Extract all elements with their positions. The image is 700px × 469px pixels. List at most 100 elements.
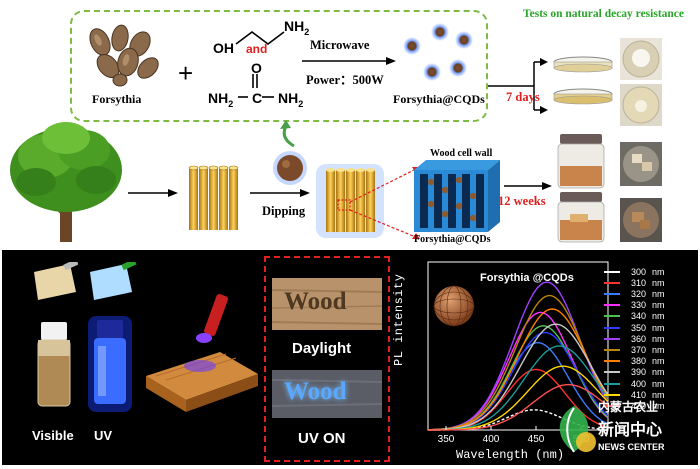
legend-label: 360 (630, 333, 646, 344)
legend-unit: nm (652, 333, 665, 344)
legend-unit: nm (652, 389, 665, 400)
legend-label: 400 (630, 378, 646, 389)
legend-unit: nm (652, 266, 665, 277)
pl-curve-420 (428, 383, 609, 431)
paper-visible-image (34, 262, 78, 300)
forsythia-label: Forsythia (92, 92, 142, 106)
watermark-mid: 新闻中心 (598, 420, 663, 439)
x-tick-label-400: 400 (483, 434, 500, 445)
watermark-top: 内蒙古农业 (598, 400, 659, 414)
legend-label: 310 (630, 277, 646, 288)
legend-swatch (604, 337, 620, 340)
to-decay-tests-arrow (488, 58, 548, 114)
forsythia-cqds-label: Forsythia@CQDs (414, 234, 491, 245)
uv-label: UV (94, 428, 113, 443)
pl-curve-380 (428, 308, 609, 431)
pl-curve-390 (427, 323, 609, 431)
visible-label: Visible (32, 428, 74, 443)
days-label: 7 days (506, 90, 540, 104)
legend-swatch (604, 304, 620, 307)
vial-visible (37, 322, 71, 407)
legend-swatch (604, 371, 620, 374)
legend-label: 420 (630, 400, 646, 411)
x-tick-label-350: 350 (438, 434, 455, 445)
wood-cell-wall-label: Wood cell wall (430, 148, 493, 159)
pl-chart: 350400450500 PL intensity Wavelength (nm… (392, 256, 698, 464)
tree-image (10, 122, 122, 242)
cqd-particle-icon (273, 151, 307, 185)
decay-jars (557, 134, 605, 243)
legend-label: 370 (630, 344, 646, 355)
urea-c: C (252, 90, 263, 106)
chemical-structures (235, 31, 285, 98)
legend-label: 380 (630, 356, 646, 367)
wood-uv-image (272, 370, 382, 418)
cqd-particles (403, 23, 473, 81)
legend-swatch (604, 270, 620, 273)
petri-photo-treated (620, 84, 662, 126)
x-axis-label: Wavelength (nm) (456, 448, 565, 462)
microwave-arrow (302, 57, 396, 65)
chart-title: Forsythia @CQDs (480, 272, 574, 284)
jar-photo-control (620, 142, 662, 186)
legend-swatch (604, 404, 620, 407)
legend-label: 350 (630, 322, 646, 333)
wood-block-treated (316, 164, 384, 238)
synthesis-box (70, 10, 488, 122)
carbonyl-o: O (251, 60, 262, 76)
zoom-lines (350, 167, 420, 239)
legend-swatch (604, 393, 620, 396)
legend-swatch (604, 315, 620, 318)
green-up-arrow-icon (280, 120, 295, 148)
urea-nh2-right: NH2 (278, 90, 304, 109)
legend-swatch (604, 326, 620, 329)
legend-label: 410 (630, 389, 646, 400)
power-label: Power：500W (306, 73, 384, 87)
legend-unit: nm (652, 322, 665, 333)
legend-unit: nm (652, 400, 665, 411)
weeks-arrow (504, 182, 552, 190)
and-label: and (246, 42, 268, 56)
legend-unit: nm (652, 311, 665, 322)
legend-unit: nm (652, 367, 665, 378)
pl-chart-svg: 350400450500 (427, 261, 609, 445)
petri-photo-control (620, 38, 662, 80)
legend-swatch (604, 281, 620, 284)
legend-label: 390 (630, 367, 646, 378)
daylight-label: Daylight (292, 340, 352, 357)
nh2-group: NH2 (284, 18, 310, 37)
cqd-sphere-icon (433, 285, 475, 327)
microwave-label: Microwave (310, 38, 370, 52)
legend-swatch (604, 360, 620, 363)
legend-item-360: 360 nm (604, 333, 665, 344)
decay-title: Tests on natural decay resistance (523, 8, 684, 20)
legend-item-350: 350 nm (604, 322, 665, 333)
legend-item-410: 410 nm (604, 389, 665, 400)
dipping-label: Dipping (262, 204, 306, 218)
legend-unit: nm (652, 356, 665, 367)
y-axis-label: PL intensity (392, 273, 406, 366)
watermark-bottom: NEWS CENTER (598, 442, 665, 452)
uv-torch-wood-image (146, 294, 258, 412)
urea-nh2-left: NH2 (208, 90, 234, 109)
vial-uv (88, 316, 132, 412)
wood-block-untreated (188, 165, 239, 230)
legend-label: 300 (630, 266, 646, 277)
legend-swatch (604, 348, 620, 351)
legend-unit: nm (652, 378, 665, 389)
legend-swatch (604, 382, 620, 385)
cell-wall-diagram (414, 160, 500, 232)
legend-label: 330 (630, 300, 646, 311)
legend-unit: nm (652, 344, 665, 355)
legend-item-370: 370 nm (604, 344, 665, 355)
wood-daylight-image (272, 278, 382, 330)
wood-comparison-box (264, 256, 390, 462)
leaf-logo-icon (559, 406, 596, 453)
legend-label: 320 (630, 288, 646, 299)
forsythia-seeds-image (89, 24, 159, 87)
plus-sign: + (178, 58, 194, 88)
legend-unit: nm (652, 277, 665, 288)
